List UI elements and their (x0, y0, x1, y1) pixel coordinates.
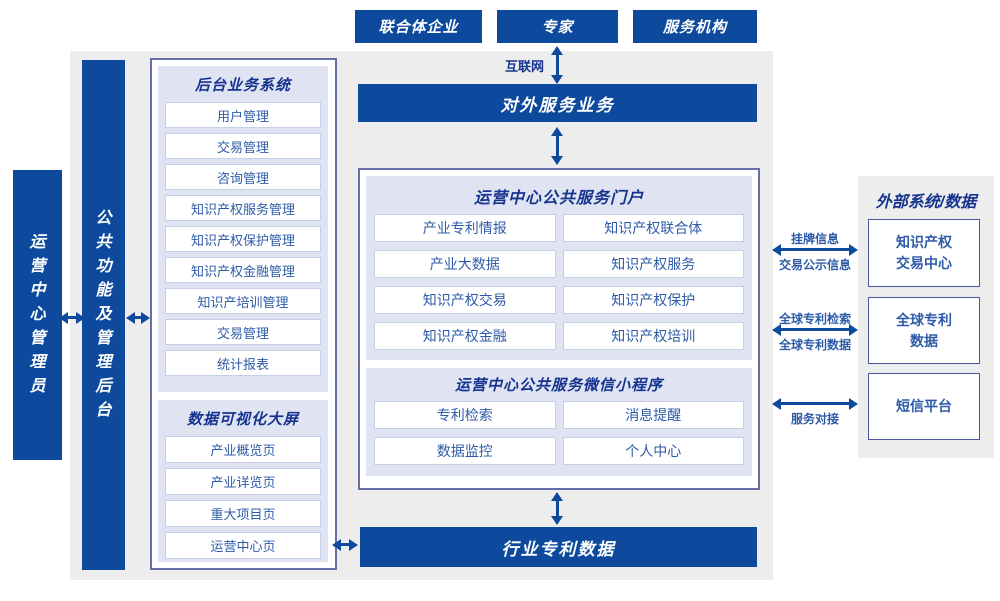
internet-double-arrow-icon (551, 46, 563, 84)
operations-admin-bar: 运营中心管理员 (13, 170, 62, 460)
actor-expert: 专家 (497, 10, 618, 43)
backend-business-system-panel: 后台业务系统 用户管理 交易管理 咨询管理 知识产权服务管理 知识产权保护管理 … (158, 66, 328, 392)
miniprogram-item: 消息提醒 (562, 401, 744, 429)
data-visualization-panel: 数据可视化大屏 产业概览页 产业详览页 重大项目页 运营中心页 (158, 400, 328, 562)
backend-item: 知识产权服务管理 (165, 195, 321, 221)
connection-label-service-docking: 服务对接 (790, 412, 839, 426)
actor-service-agency: 服务机构 (633, 10, 757, 43)
portal-grid: 产业专利情报 知识产权联合体 产业大数据 知识产权服务 知识产权交易 知识产权保… (366, 208, 752, 350)
backend-item: 知识产培训管理 (165, 288, 321, 314)
backend-system-list: 用户管理 交易管理 咨询管理 知识产权服务管理 知识产权保护管理 知识产权金融管… (158, 95, 328, 376)
portal-item: 产业专利情报 (374, 214, 556, 242)
portal-item: 知识产权金融 (374, 322, 556, 350)
admin-backend-double-arrow-icon (59, 311, 85, 324)
external-box-sms-platform: 短信平台 (868, 373, 980, 440)
external-box-line: 全球专利 (896, 311, 952, 328)
miniprogram-item: 个人中心 (562, 437, 744, 465)
wechat-miniprogram-panel: 运营中心公共服务微信小程序 专利检索 消息提醒 数据监控 个人中心 (366, 368, 752, 476)
backend-item: 统计报表 (165, 350, 321, 376)
dashboard-industry-double-arrow-icon (332, 538, 358, 551)
backend-item: 用户管理 (165, 102, 321, 128)
connection-label-transaction-publicity: 交易公示信息 (778, 258, 851, 272)
backend-item: 交易管理 (165, 319, 321, 345)
external-service-banner: 对外服务业务 (358, 84, 757, 122)
banner-portal-double-arrow-icon (551, 127, 563, 165)
backend-item: 知识产权金融管理 (165, 257, 321, 283)
dashboard-item: 运营中心页 (165, 532, 321, 559)
external-box-line: 交易中心 (896, 255, 952, 271)
public-service-portal-panel: 运营中心公共服务门户 产业专利情报 知识产权联合体 产业大数据 知识产权服务 知… (366, 176, 752, 360)
miniprogram-item: 数据监控 (374, 437, 556, 465)
portal-item: 知识产权联合体 (562, 214, 744, 242)
portal-item: 知识产权交易 (374, 286, 556, 314)
global-patent-double-arrow-icon (772, 323, 858, 336)
portal-item: 产业大数据 (374, 250, 556, 278)
external-box-line: 知识产权 (896, 234, 952, 250)
internet-label: 互联网 (504, 59, 544, 74)
external-systems-title: 外部系统/数据 (875, 194, 977, 211)
backend-item: 咨询管理 (165, 164, 321, 190)
dashboard-list: 产业概览页 产业详览页 重大项目页 运营中心页 (158, 429, 328, 559)
external-box-line: 短信平台 (896, 398, 952, 414)
public-functions-backend-bar: 公共功能及管理后台 (82, 60, 125, 570)
miniprogram-title: 运营中心公共服务微信小程序 (454, 377, 663, 394)
external-box-line: 数据 (910, 332, 938, 349)
public-functions-backend-label: 公共功能及管理后台 (95, 210, 112, 419)
connection-label-listing-info: 挂牌信息 (790, 232, 839, 246)
miniprogram-item: 专利检索 (374, 401, 556, 429)
backend-item: 交易管理 (165, 133, 321, 159)
connection-label-global-patent-data: 全球专利数据 (778, 338, 851, 352)
portal-item: 知识产权服务 (562, 250, 744, 278)
dashboard-item: 产业概览页 (165, 436, 321, 463)
industry-patent-data-banner: 行业专利数据 (360, 527, 757, 567)
backend-item: 知识产权保护管理 (165, 226, 321, 252)
portal-title: 运营中心公共服务门户 (473, 190, 644, 207)
ip-exchange-double-arrow-icon (772, 243, 858, 256)
actor-consortium-enterprise: 联合体企业 (355, 10, 482, 43)
operations-admin-label: 运营中心管理员 (29, 234, 46, 395)
sms-platform-double-arrow-icon (772, 397, 858, 410)
dashboard-item: 产业详览页 (165, 468, 321, 495)
miniprogram-grid: 专利检索 消息提醒 数据监控 个人中心 (366, 395, 752, 465)
backend-system-title: 后台业务系统 (194, 77, 291, 94)
external-box-global-patent-data: 全球专利 数据 (868, 297, 980, 364)
backend-panel-double-arrow-icon (126, 311, 150, 324)
portal-industry-double-arrow-icon (551, 492, 563, 525)
external-box-ip-exchange: 知识产权 交易中心 (868, 219, 980, 287)
dashboard-item: 重大项目页 (165, 500, 321, 527)
dashboard-title: 数据可视化大屏 (186, 411, 299, 428)
connection-label-global-patent-search: 全球专利检索 (778, 312, 851, 326)
portal-item: 知识产权培训 (562, 322, 744, 350)
portal-item: 知识产权保护 (562, 286, 744, 314)
